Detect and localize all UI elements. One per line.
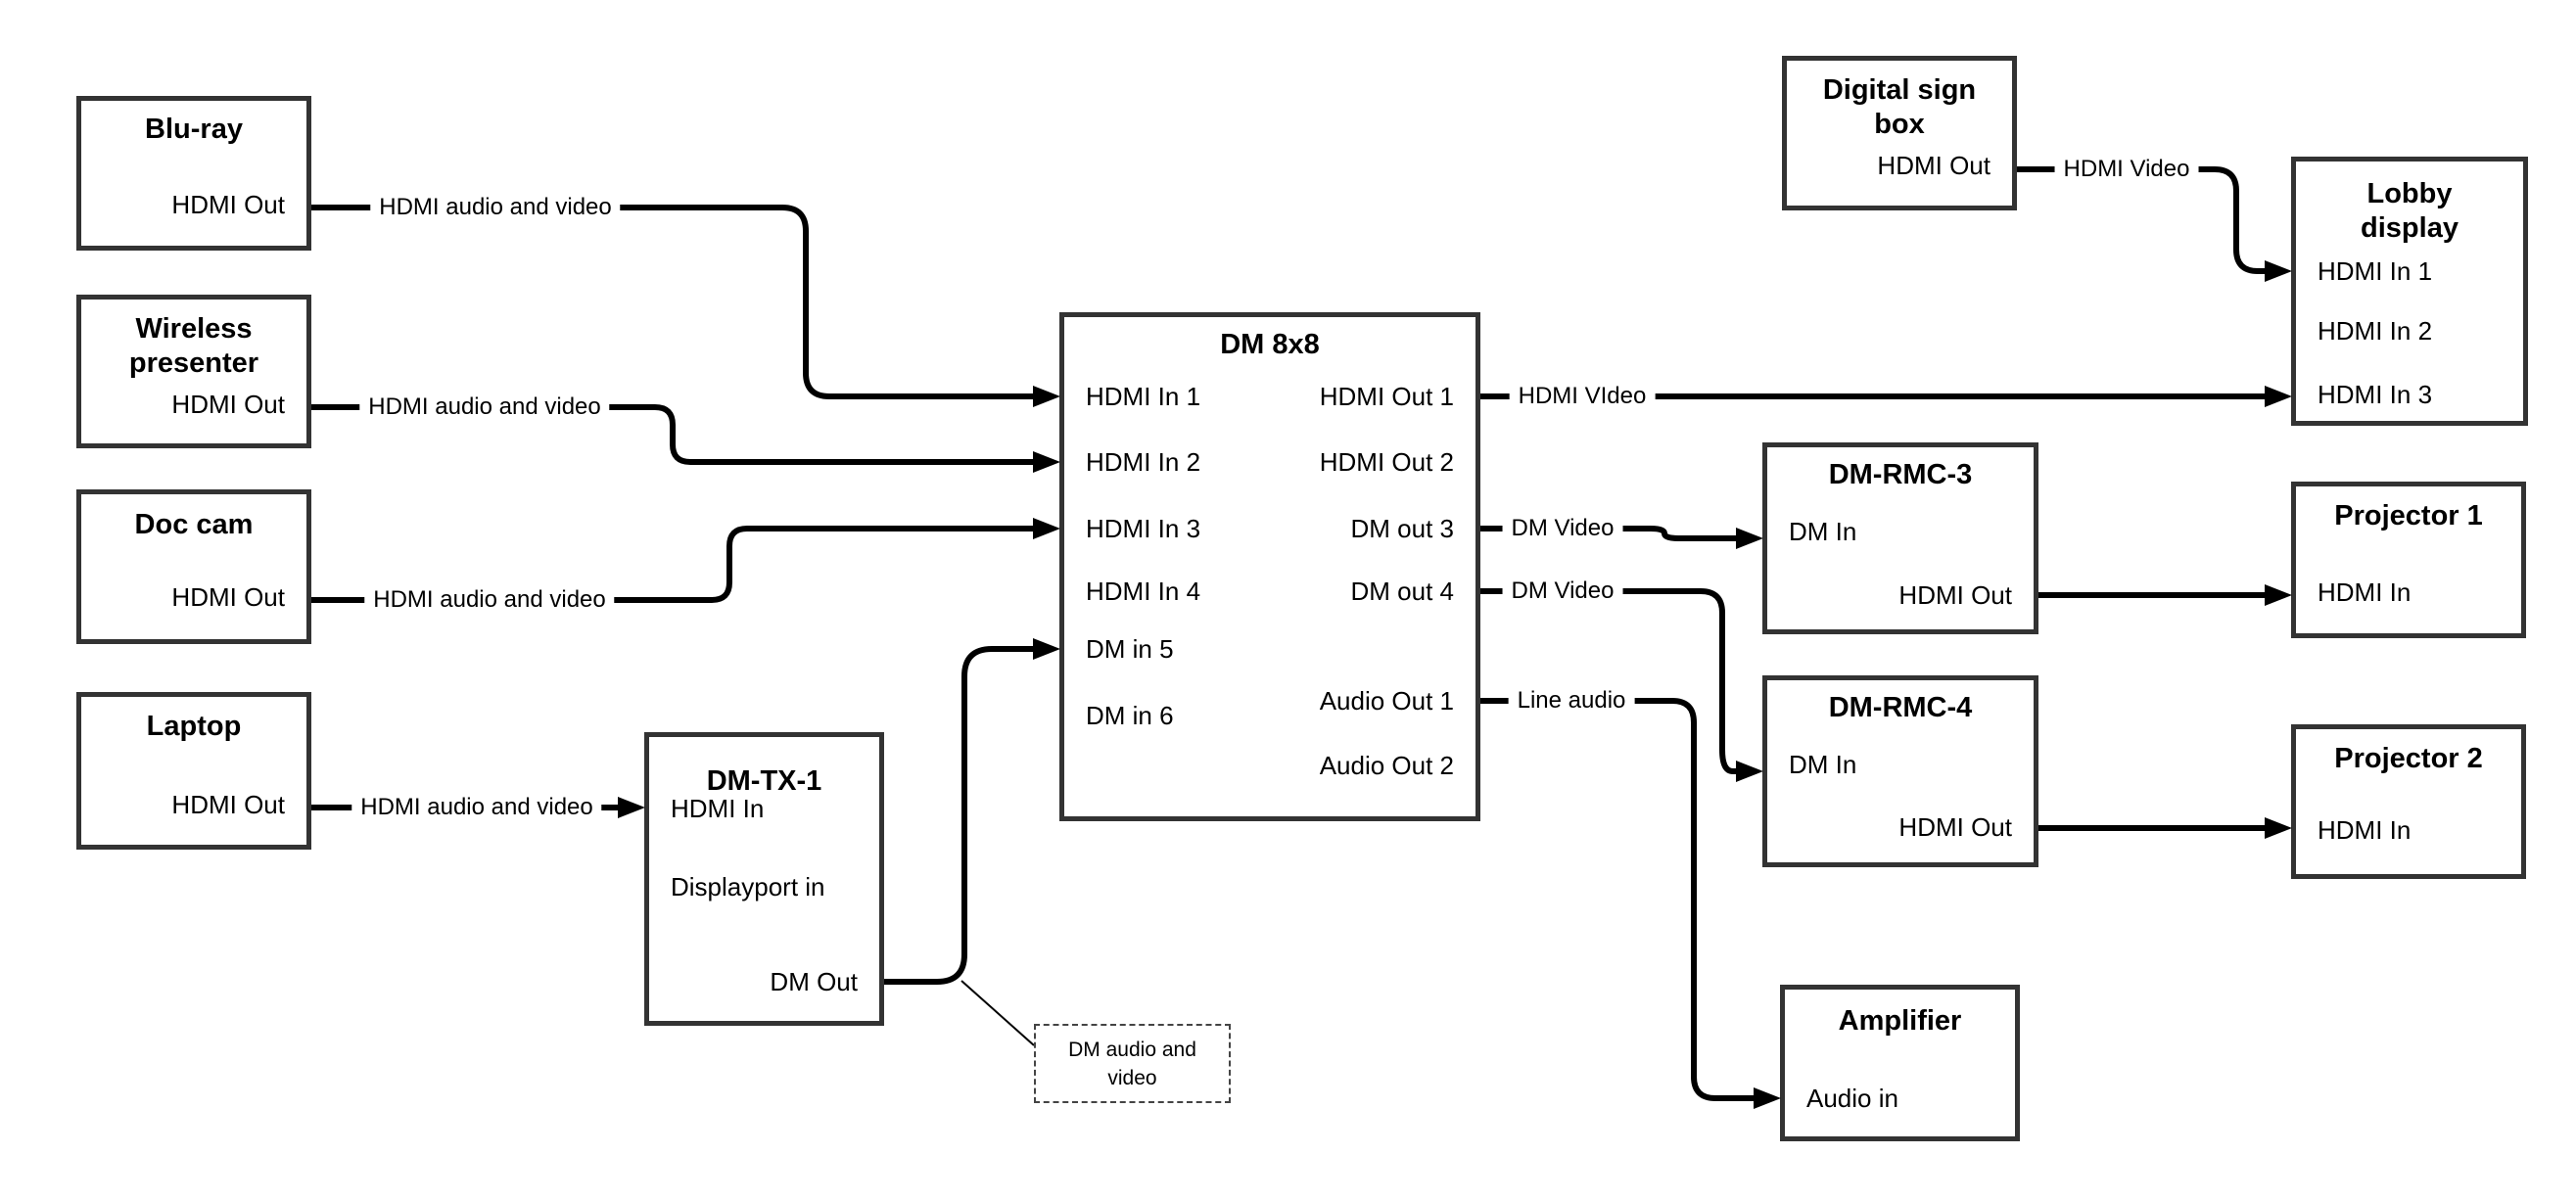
wire-dm8x8-out4-to-rmc4: [1480, 588, 1763, 782]
port-dm-8x8-hdmi-in-2: HDMI In 2: [1086, 447, 1201, 477]
wire-label-doccam-to-dm8x8-in3: HDMI audio and video: [364, 585, 615, 615]
port-dm-8x8-dm-in-6: DM in 6: [1086, 701, 1174, 730]
port-dm-8x8-hdmi-out-2: HDMI Out 2: [1319, 447, 1454, 477]
wire-label-dm8x8-out1-to-lobby-in3: HDMI VIdeo: [1509, 382, 1656, 411]
wire-doccam-to-dm8x8-in3: [311, 518, 1060, 603]
wire-dmtx1-to-dm8x8-in5: [884, 638, 1060, 985]
port-lobby-display-hdmi-in-2: HDMI In 2: [2318, 316, 2433, 346]
port-dm-8x8-hdmi-in-3: HDMI In 3: [1086, 514, 1201, 543]
port-lobby-display-hdmi-in-1: HDMI In 1: [2318, 256, 2433, 286]
port-dm-rmc-4-hdmi-out: HDMI Out: [1898, 812, 2012, 842]
node-title-dm-tx-1: DM-TX-1: [706, 765, 822, 797]
wire-label-dm8x8-audio1-to-amplifier: Line audio: [1508, 686, 1635, 716]
wire-label-dm8x8-out4-to-rmc4: DM Video: [1502, 577, 1623, 606]
node-title-blu-ray: Blu-ray: [145, 114, 243, 145]
node-dm-rmc-3: DM-RMC-3 DM In HDMI Out: [1762, 442, 2038, 634]
note-text-line2: video: [1107, 1066, 1157, 1089]
node-projector-1: Projector 1 HDMI In: [2291, 482, 2526, 638]
port-dm-8x8-audio-out-2: Audio Out 2: [1319, 751, 1454, 780]
port-wireless-presenter-hdmi-out: HDMI Out: [171, 390, 285, 419]
wire-label-signbox-to-lobby-in1: HDMI Video: [2054, 155, 2199, 184]
port-laptop-hdmi-out: HDMI Out: [171, 790, 285, 819]
node-title-projector-2: Projector 2: [2334, 743, 2483, 774]
wire-dm8x8-audio1-to-amplifier: [1480, 698, 1781, 1109]
port-dm-tx-1-dm-out: DM Out: [770, 967, 858, 996]
port-doc-cam-hdmi-out: HDMI Out: [171, 582, 285, 612]
port-dm-8x8-hdmi-in-4: HDMI In 4: [1086, 577, 1201, 606]
node-title-wireless-presenter-line1: Wireless: [135, 313, 253, 345]
node-title-laptop: Laptop: [146, 711, 242, 742]
port-dm-8x8-hdmi-out-1: HDMI Out 1: [1319, 382, 1454, 411]
node-title-amplifier: Amplifier: [1838, 1005, 1962, 1037]
port-digital-sign-box-hdmi-out: HDMI Out: [1877, 151, 1991, 180]
wire-label-laptop-to-dmtx1: HDMI audio and video: [351, 793, 602, 822]
port-dm-rmc-4-dm-in: DM In: [1789, 750, 1857, 779]
port-dm-8x8-dm-in-5: DM in 5: [1086, 634, 1174, 664]
port-dm-rmc-3-dm-in: DM In: [1789, 517, 1857, 546]
node-title-digital-sign-box-line1: Digital sign: [1822, 74, 1977, 106]
node-projector-2: Projector 2 HDMI In: [2291, 724, 2526, 879]
port-lobby-display-hdmi-in-3: HDMI In 3: [2318, 380, 2433, 409]
port-dm-tx-1-hdmi-in: HDMI In: [671, 794, 765, 823]
node-title-lobby-display-line2: display: [2361, 212, 2459, 244]
node-dm-rmc-4: DM-RMC-4 DM In HDMI Out: [1762, 675, 2038, 867]
port-projector-1-hdmi-in: HDMI In: [2318, 577, 2412, 607]
port-dm-8x8-audio-out-1: Audio Out 1: [1319, 686, 1454, 716]
port-amplifier-audio-in: Audio in: [1806, 1084, 1898, 1113]
wire-signbox-to-lobby-in1: [2017, 166, 2292, 282]
port-dm-8x8-dm-out-4: DM out 4: [1350, 577, 1455, 606]
wire-dm8x8-out3-to-rmc3: [1480, 526, 1763, 549]
node-title-projector-1: Projector 1: [2334, 500, 2483, 531]
note-text-line1: DM audio and: [1068, 1038, 1196, 1061]
node-title-dm-rmc-4: DM-RMC-4: [1828, 692, 1973, 723]
port-dm-tx-1-displayport-in: Displayport in: [671, 872, 825, 901]
wire-label-dm8x8-out3-to-rmc3: DM Video: [1502, 514, 1623, 543]
wire-label-wireless-to-dm8x8-in2: HDMI audio and video: [359, 393, 610, 422]
port-dm-8x8-dm-out-3: DM out 3: [1350, 514, 1455, 543]
note-callout-line: [960, 980, 1035, 1046]
port-projector-2-hdmi-in: HDMI In: [2318, 815, 2412, 845]
wire-label-bluray-to-dm8x8-in1: HDMI audio and video: [370, 193, 621, 222]
node-title-doc-cam: Doc cam: [134, 509, 254, 540]
port-blu-ray-hdmi-out: HDMI Out: [171, 190, 285, 219]
port-dm-8x8-hdmi-in-1: HDMI In 1: [1086, 382, 1201, 411]
wire-wireless-to-dm8x8-in2: [311, 404, 1060, 473]
note-dm-audio-video-note: DM audio and video: [1034, 1024, 1231, 1103]
node-title-dm-rmc-3: DM-RMC-3: [1828, 459, 1973, 490]
wire-bluray-to-dm8x8-in1: [311, 205, 1060, 407]
node-title-lobby-display-line1: Lobby: [2366, 178, 2453, 209]
node-title-wireless-presenter-line2: presenter: [128, 347, 259, 379]
port-dm-rmc-3-hdmi-out: HDMI Out: [1898, 580, 2012, 610]
node-title-digital-sign-box-line2: box: [1874, 109, 1925, 140]
node-title-dm-8x8: DM 8x8: [1220, 329, 1320, 360]
